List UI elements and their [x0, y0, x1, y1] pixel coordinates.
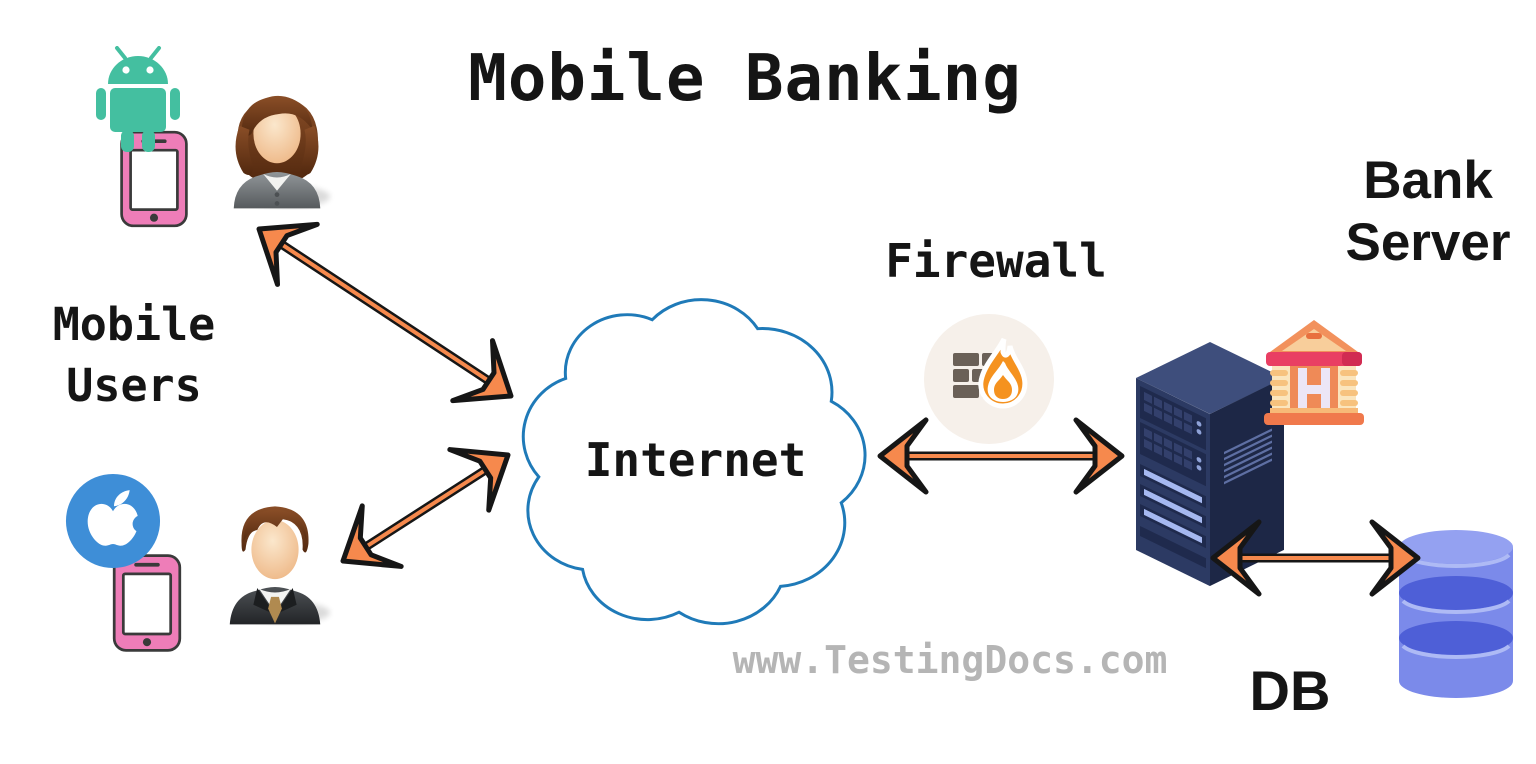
arrow-users-bottom-internet: [340, 447, 511, 569]
internet-label: Internet: [584, 433, 807, 487]
smartphone-icon: [120, 130, 188, 228]
firewall-icon: [924, 314, 1054, 444]
mobile-users-line1: Mobile: [52, 298, 216, 351]
database-icon: [1399, 530, 1513, 698]
bank-server-label: Bank Server: [1322, 150, 1534, 274]
bank-server-line2: Server: [1345, 213, 1511, 272]
man-user-icon: [229, 506, 331, 625]
android-icon: [96, 46, 180, 152]
mobile-users-label: Mobile Users: [14, 294, 254, 416]
smartphone-icon: [112, 554, 182, 652]
apple-icon: [65, 473, 161, 569]
mobile-users-line2: Users: [66, 359, 202, 412]
bank-server-icon: [1136, 342, 1284, 587]
arrow-users-top-internet: [256, 221, 514, 404]
watermark: www.TestingDocs.com: [732, 638, 1168, 682]
db-label: DB: [1249, 659, 1331, 722]
internet-cloud: [521, 298, 867, 626]
bank-server-line1: Bank: [1363, 151, 1493, 210]
firewall-label: Firewall: [885, 234, 1107, 288]
bank-building-icon: [1264, 320, 1364, 425]
woman-user-icon: [233, 95, 331, 209]
page-title: Mobile Banking: [468, 42, 1022, 116]
